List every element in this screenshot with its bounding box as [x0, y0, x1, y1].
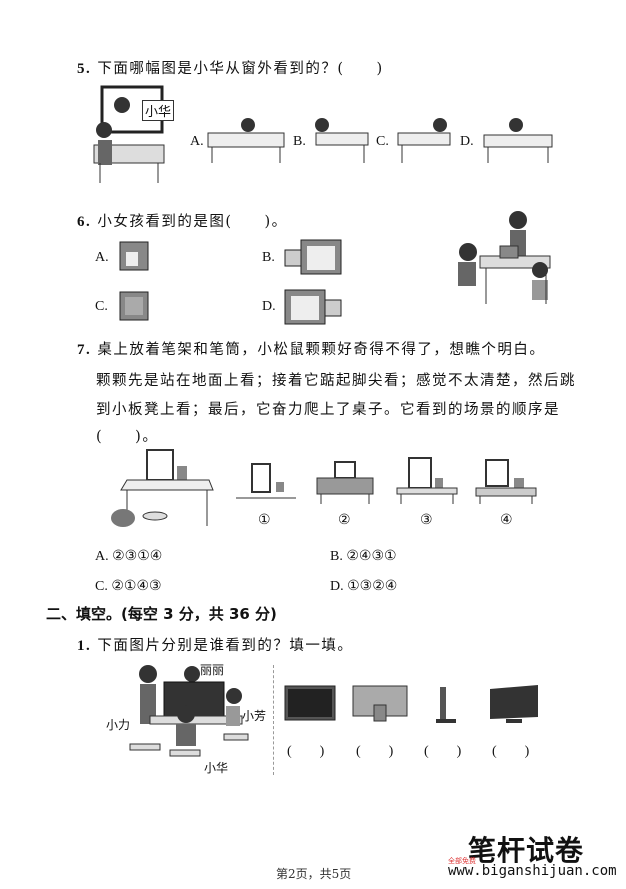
option-label: C.	[95, 579, 108, 594]
q7-option-a[interactable]: A. ②③①④	[95, 548, 162, 565]
q6-option-c[interactable]: C.	[95, 299, 108, 314]
children-box-illustration	[458, 211, 551, 304]
site-logo: 笔杆试卷	[468, 834, 585, 867]
question-number: 1.	[77, 638, 92, 654]
site-url[interactable]: www.biganshijuan.com	[448, 863, 617, 879]
q7-option-b[interactable]: B. ②④③①	[330, 548, 397, 565]
option-value: ①③②④	[347, 579, 398, 594]
q5-option-c[interactable]: C.	[376, 134, 389, 149]
logo-tag: 全部免费	[448, 857, 476, 865]
option-b-image	[315, 118, 369, 163]
option-label: A.	[95, 549, 109, 564]
section2-question-1: 1. 下面图片分别是谁看到的？填一填。	[77, 634, 353, 655]
name-lili: 丽丽	[200, 663, 225, 677]
section-title: 二、填空。(每空 3 分，共 36 分)	[46, 605, 277, 623]
tv-view-back	[352, 685, 408, 722]
q6-option-d[interactable]: D.	[262, 299, 276, 314]
tv-children-illustration	[129, 665, 249, 757]
box-view-d	[284, 289, 342, 325]
q5-option-b[interactable]: B.	[293, 134, 306, 149]
tv-view-front	[284, 685, 336, 721]
box-view-a	[119, 241, 149, 271]
window-scene-illustration	[93, 85, 165, 183]
option-value: ②③①④	[112, 549, 163, 564]
q6-option-a[interactable]: A.	[95, 250, 109, 265]
box-view-b	[284, 239, 342, 275]
name-xiaohua: 小华	[204, 761, 229, 775]
q7-option-c[interactable]: C. ②①④③	[95, 578, 162, 595]
question-text: 下面图片分别是谁看到的？填一填。	[97, 638, 354, 654]
question-5: 5. 下面哪幅图是小华从窗外看到的？( )	[77, 57, 384, 78]
scene-2	[316, 461, 374, 504]
question-number: 5.	[77, 61, 92, 77]
scene-label-1: ①	[258, 513, 271, 528]
option-c-image	[397, 118, 451, 163]
scene-label-2: ②	[338, 513, 351, 528]
q5-option-d[interactable]: D.	[460, 134, 474, 149]
page-number: 第2页，共5页	[276, 867, 352, 881]
option-label: D.	[330, 579, 344, 594]
answer-blank-1[interactable]: ( )	[287, 744, 325, 759]
option-a-image	[207, 118, 285, 163]
option-value: ②①④③	[111, 579, 162, 594]
option-value: ②④③①	[346, 549, 397, 564]
tv-view-angle	[490, 685, 538, 723]
scene-1	[236, 463, 296, 499]
question-text: 下面哪幅图是小华从窗外看到的？( )	[97, 61, 384, 77]
question-text: 小女孩看到的是图( )。	[97, 214, 288, 230]
question-text-line: ( )。	[96, 429, 159, 445]
answer-blank-4[interactable]: ( )	[492, 744, 530, 759]
name-xiaoli: 小力	[106, 718, 131, 732]
question-text-line: 颗颗先是站在地面上看；接着它踮起脚尖看；感觉不太清楚，然后跳	[96, 373, 576, 389]
option-d-image	[483, 118, 553, 163]
answer-blank-2[interactable]: ( )	[356, 744, 394, 759]
squirrel-table-illustration	[111, 449, 214, 527]
divider	[273, 665, 274, 775]
tv-view-side	[436, 687, 456, 723]
question-number: 6.	[77, 214, 92, 230]
option-label: B.	[330, 549, 343, 564]
q7-option-d[interactable]: D. ①③②④	[330, 578, 397, 595]
q5-option-a[interactable]: A.	[190, 134, 204, 149]
question-7: 7. 桌上放着笔架和笔筒，小松鼠颗颗好奇得不得了，想瞧个明白。	[77, 338, 545, 359]
scene-label-4: ④	[500, 513, 513, 528]
q6-option-b[interactable]: B.	[262, 250, 275, 265]
scene-4	[475, 459, 537, 504]
scene-3	[396, 457, 458, 504]
box-view-c	[119, 291, 149, 321]
name-xiaofang: 小芳	[242, 709, 267, 723]
question-6: 6. 小女孩看到的是图( )。	[77, 210, 288, 231]
question-text-line: 桌上放着笔架和笔筒，小松鼠颗颗好奇得不得了，想瞧个明白。	[97, 342, 546, 358]
answer-blank-3[interactable]: ( )	[424, 744, 462, 759]
scene-label-3: ③	[420, 513, 433, 528]
question-number: 7.	[77, 342, 92, 358]
xiaohua-label: 小华	[142, 100, 175, 121]
question-text-line: 到小板凳上看；最后，它奋力爬上了桌子。它看到的场景的顺序是	[96, 402, 560, 418]
